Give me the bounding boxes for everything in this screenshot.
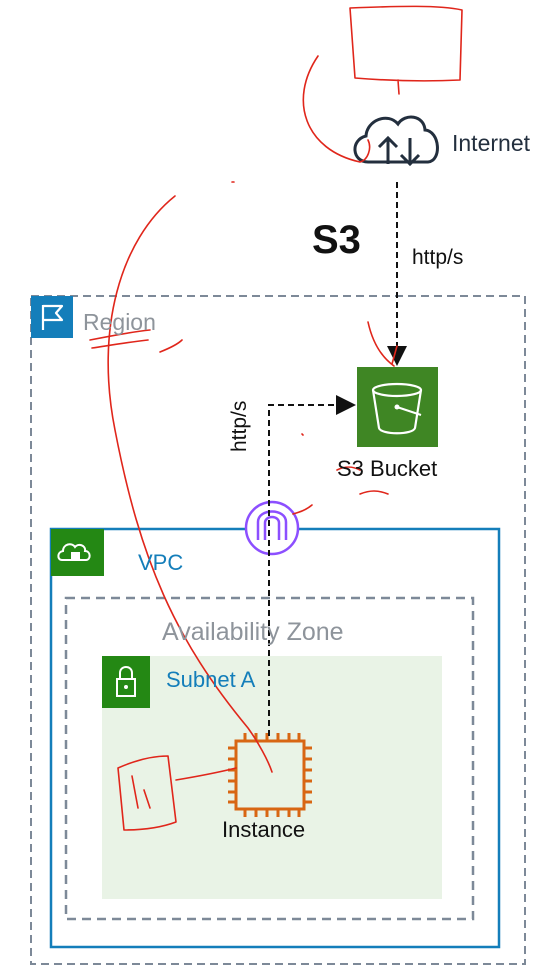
instance-to-bucket-connector [268,395,356,736]
annotation-bucket-mark [367,321,398,367]
handwritten-annotations [89,5,463,831]
cloud-lock-icon [51,529,104,576]
annotation-s3-ticks [336,466,389,495]
internet-connection-label: http/s [412,246,464,269]
instance-label: Instance [222,817,306,842]
gateway-endpoint-icon [244,500,300,556]
subnet-label: Subnet A [166,667,256,692]
padlock-icon [102,656,150,708]
region-group-border [30,295,526,965]
instance-connection-label: http/s [228,400,251,452]
s3-heading: S3 [312,218,361,262]
s3-bucket-label: S3 Bucket [337,456,438,481]
s3-bucket-icon [357,367,438,447]
internet-label: Internet [452,130,530,156]
vpc-label: VPC [138,550,184,575]
annotation-link-swoop [302,55,371,163]
annotation-long-curve [107,195,273,773]
flag-icon [31,296,73,338]
annotation-dot [301,433,304,436]
availability-zone-border [64,596,475,921]
region-label: Region [83,309,156,335]
annotation-computer-sketch [349,5,463,95]
availability-zone-label: Availability Zone [162,618,344,646]
annotation-endpoint-stroke [292,504,313,515]
annotation-note-sketch [117,755,237,831]
ec2-chip-icon [228,733,312,817]
subnet-area [102,656,442,899]
cloud-upload-download-icon [353,115,439,167]
annotation-region-underline [89,329,183,353]
